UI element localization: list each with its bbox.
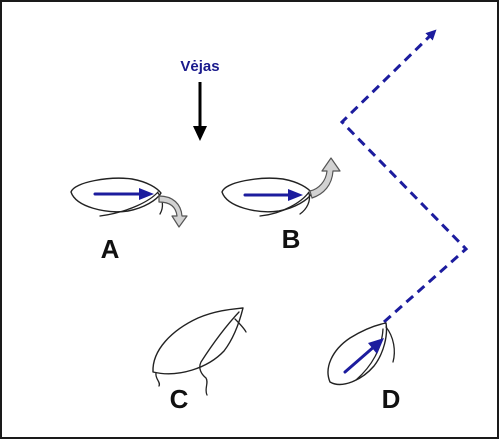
boat-c-label: C	[170, 384, 189, 414]
boat-b-label: B	[282, 224, 301, 254]
boat-c-hull	[152, 307, 244, 375]
course-track	[339, 29, 469, 324]
boat-c-sail	[199, 311, 240, 396]
turn-left-arrow-icon	[309, 157, 341, 199]
boat-a	[70, 177, 188, 228]
boat-d	[327, 322, 395, 386]
boat-a-sail	[99, 191, 159, 217]
boat-a-label: A	[101, 234, 120, 264]
wind-arrow-icon	[193, 82, 207, 141]
boat-d-hull	[327, 322, 388, 386]
boat-d-label: D	[382, 384, 401, 414]
boat-b-sail	[259, 191, 310, 217]
boat-c	[152, 307, 247, 396]
wind-indicator: Vėjas	[180, 58, 220, 141]
turn-right-arrow-icon	[158, 195, 188, 228]
boat-d-sail	[355, 328, 384, 381]
boat-d-heading-arrow	[343, 343, 378, 374]
boat-b	[221, 157, 341, 217]
wind-label: Vėjas	[180, 58, 219, 75]
